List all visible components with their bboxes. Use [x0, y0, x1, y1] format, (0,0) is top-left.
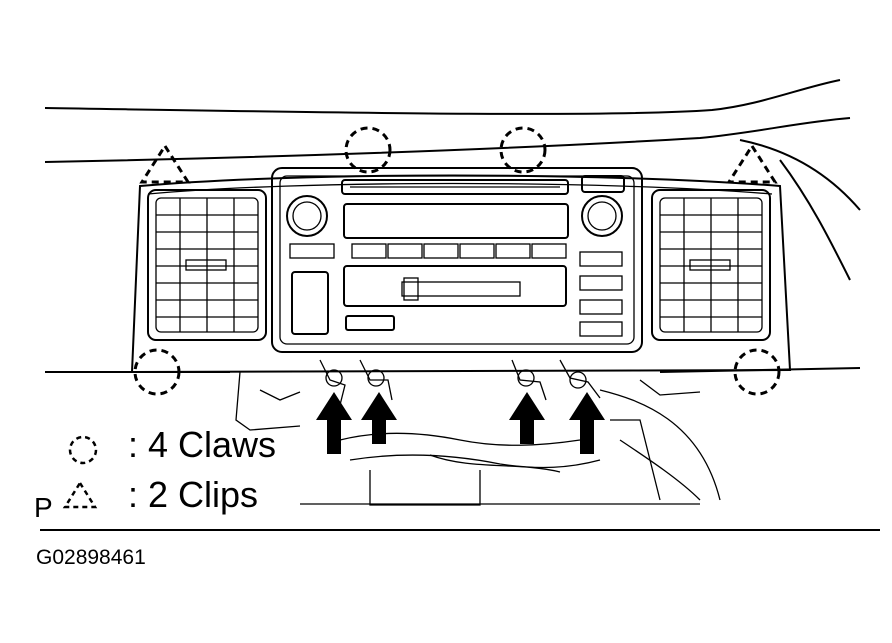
claw-marker-top-left: [344, 126, 392, 174]
clip-marker-left: [139, 143, 191, 184]
corner-mark: P: [34, 492, 53, 523]
left-air-vent: [147, 189, 267, 341]
clip-marker-right: [726, 143, 778, 184]
legend-clips-label: : 2 Clips: [128, 474, 259, 515]
figure-code: G02898461: [36, 546, 146, 569]
right-air-vent: [651, 189, 771, 341]
legend-clip-symbol: [62, 480, 98, 509]
push-arrows: [316, 392, 605, 454]
arrow-up-icon: [316, 392, 352, 454]
audio-unit: [271, 167, 643, 353]
clip-markers: [139, 143, 778, 184]
claw-marker-top-right: [499, 126, 547, 174]
arrow-up-icon: [509, 392, 545, 444]
legend-claw-symbol: [68, 435, 98, 465]
arrow-up-icon: [361, 392, 397, 444]
legend-symbols: [62, 435, 98, 509]
lower-hardware: [235, 359, 721, 506]
claw-marker-bottom-left: [133, 348, 181, 396]
claw-markers: [133, 126, 781, 396]
arrow-up-icon: [569, 392, 605, 454]
claw-marker-bottom-right: [733, 348, 781, 396]
legend-claws-label: : 4 Claws: [128, 424, 277, 465]
